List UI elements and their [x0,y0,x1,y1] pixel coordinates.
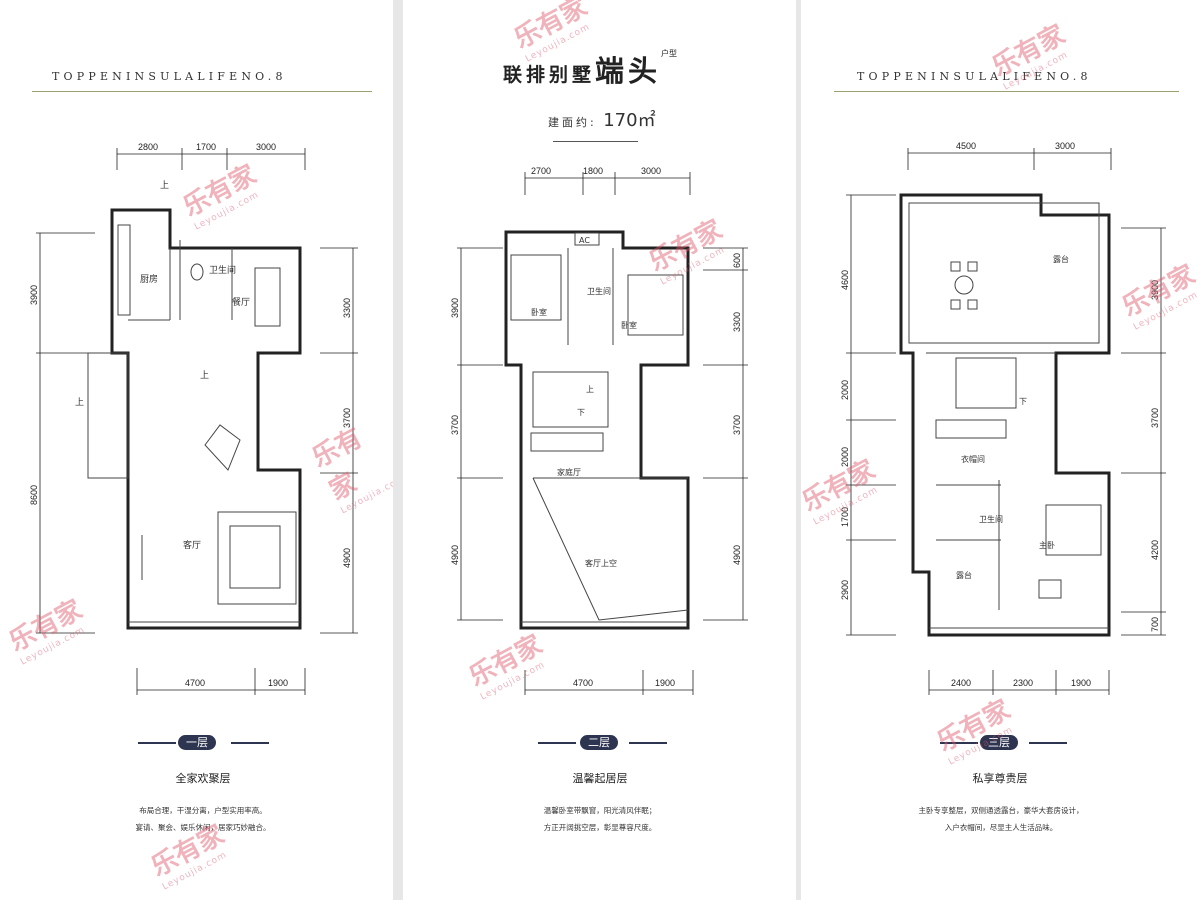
room-bath: 卫生间 [979,514,1003,524]
stair-arrow-up: 上 [160,180,169,191]
left-dim: 2000 [840,447,850,467]
floor-3-panel: TOPPENINSULALIFENO.8 [801,0,1200,900]
left-dim: 2900 [840,580,850,600]
right-dim: 4200 [1150,540,1160,560]
right-dim: 3300 [342,298,352,318]
bottom-dim: 4700 [573,678,593,688]
right-dim: 3300 [732,312,742,332]
bottom-dim: 1900 [655,678,675,688]
room-bath: 卫生间 [209,264,236,276]
floor-description: 主卧专享整层，双侧通透露台，豪华大套房设计， 入户衣帽间，尽显主人生活品味。 [896,802,1106,836]
room-family: 家庭厅 [557,467,581,477]
floor-subtitle: 温馨起居层 [572,772,628,785]
title-big: 端头 [595,54,662,88]
top-dim: 3000 [1055,141,1075,151]
area-prefix: 建面约: [548,116,597,129]
floor-badge: 三层 [980,735,1018,750]
room-bed2: 卧室 [621,320,637,330]
room-void: 客厅上空 [585,558,617,568]
floor-2-panel: 联排别墅端头户型 建面约: 170㎡ [403,0,796,900]
badge-line-right [231,742,269,744]
bottom-dim: 2300 [1013,678,1033,688]
right-dim: 3700 [732,415,742,435]
left-dim: 3900 [450,298,460,318]
badge-line-left [538,742,576,744]
room-closet: 衣帽间 [961,454,985,464]
title-small: 户型 [661,49,678,58]
room-master: 主卧 [1039,540,1055,550]
floor-1-panel: TOPPENINSULALIFENO.8 [0,0,393,900]
left-dim: 3900 [29,285,39,305]
badge-line-left [940,742,978,744]
top-dim: 1800 [583,166,603,176]
room-terrace2: 露台 [956,570,972,580]
bottom-dim: 4700 [185,678,205,688]
left-dim: 1700 [840,507,850,527]
right-dim: 600 [732,253,742,268]
room-bath: 卫生间 [587,286,611,296]
floor-subtitle: 全家欢聚层 [175,772,231,785]
title-underline [553,141,638,142]
watermark-sub: Leyoujia.com [160,850,229,893]
badge-line-right [629,742,667,744]
brand-underline [834,91,1179,92]
stair-arrow-down: 下 [1019,397,1027,406]
left-dim: 2000 [840,380,850,400]
bottom-dim: 1900 [268,678,288,688]
top-dim: 3000 [256,142,276,152]
plan-title: 联排别墅端头户型 [503,48,677,90]
top-dim: 1700 [196,142,216,152]
stair-arrow-up: 上 [200,370,209,381]
room-kitchen: 厨房 [140,273,158,285]
desc-line: 主卧专享整层，双侧通透露台，豪华大套房设计， [918,806,1084,815]
brand-text: TOPPENINSULALIFENO.8 [857,70,1092,83]
stair-arrow-up: 上 [586,385,594,394]
desc-line: 入户衣帽间，尽显主人生活品味。 [944,823,1058,832]
floor-badge: 一层 [178,735,216,750]
room-ac: AC [579,236,590,245]
left-dim: 4900 [450,545,460,565]
floor-description: 布局合理，干湿分离，户型实用率高。 宴请、聚会、娱乐休闲，居家巧妙融合。 [103,802,303,836]
area-value: 170㎡ [603,110,656,131]
right-dim: 4900 [732,545,742,565]
room-living: 客厅 [183,539,201,551]
floor-1-plan: 2800 1700 3000 4700 1900 3900 8600 3300 … [29,142,358,695]
bottom-dim: 1900 [1071,678,1091,688]
bottom-dim: 2400 [951,678,971,688]
desc-line: 温馨卧室带飘窗，阳光清风伴眠； [543,806,657,815]
desc-line: 宴请、聚会、娱乐休闲，居家巧妙融合。 [135,823,271,832]
top-dim: 3000 [641,166,661,176]
right-dim: 700 [1150,617,1160,632]
title-main: 联排别墅 [503,64,596,86]
badge-line-right [1029,742,1067,744]
floor-subtitle: 私享尊贵层 [972,772,1028,785]
top-dim: 2800 [138,142,158,152]
room-bed1: 卧室 [531,307,547,317]
stair-arrow-down: 下 [577,408,585,417]
right-dim: 3700 [1150,408,1160,428]
left-dim: 3700 [450,415,460,435]
floor-3-plan: 4500 3000 2400 2300 1900 4600 2000 2000 … [840,141,1166,695]
right-dim: 3900 [1150,280,1160,300]
room-dining: 餐厅 [232,296,250,308]
badge-line-left [138,742,176,744]
floor-badge: 二层 [580,735,618,750]
desc-line: 方正开阔挑空层，彰显尊容尺度。 [543,823,657,832]
floor-2-plan: 2700 1800 3000 4700 1900 3900 3700 4900 … [450,166,748,695]
top-dim: 2700 [531,166,551,176]
room-terrace1: 露台 [1053,254,1069,264]
right-dim: 4900 [342,548,352,568]
desc-line: 布局合理，干湿分离，户型实用率高。 [139,806,267,815]
right-dim: 3700 [342,408,352,428]
top-dim: 4500 [956,141,976,151]
stair-arrow-up: 上 [75,397,84,408]
brand-text: TOPPENINSULALIFENO.8 [52,70,287,83]
area-label: 建面约: 170㎡ [548,106,656,132]
left-dim: 4600 [840,270,850,290]
left-dim: 8600 [29,485,39,505]
floor-description: 温馨卧室带飘窗，阳光清风伴眠； 方正开阔挑空层，彰显尊容尺度。 [500,802,700,836]
brand-underline [32,91,372,92]
